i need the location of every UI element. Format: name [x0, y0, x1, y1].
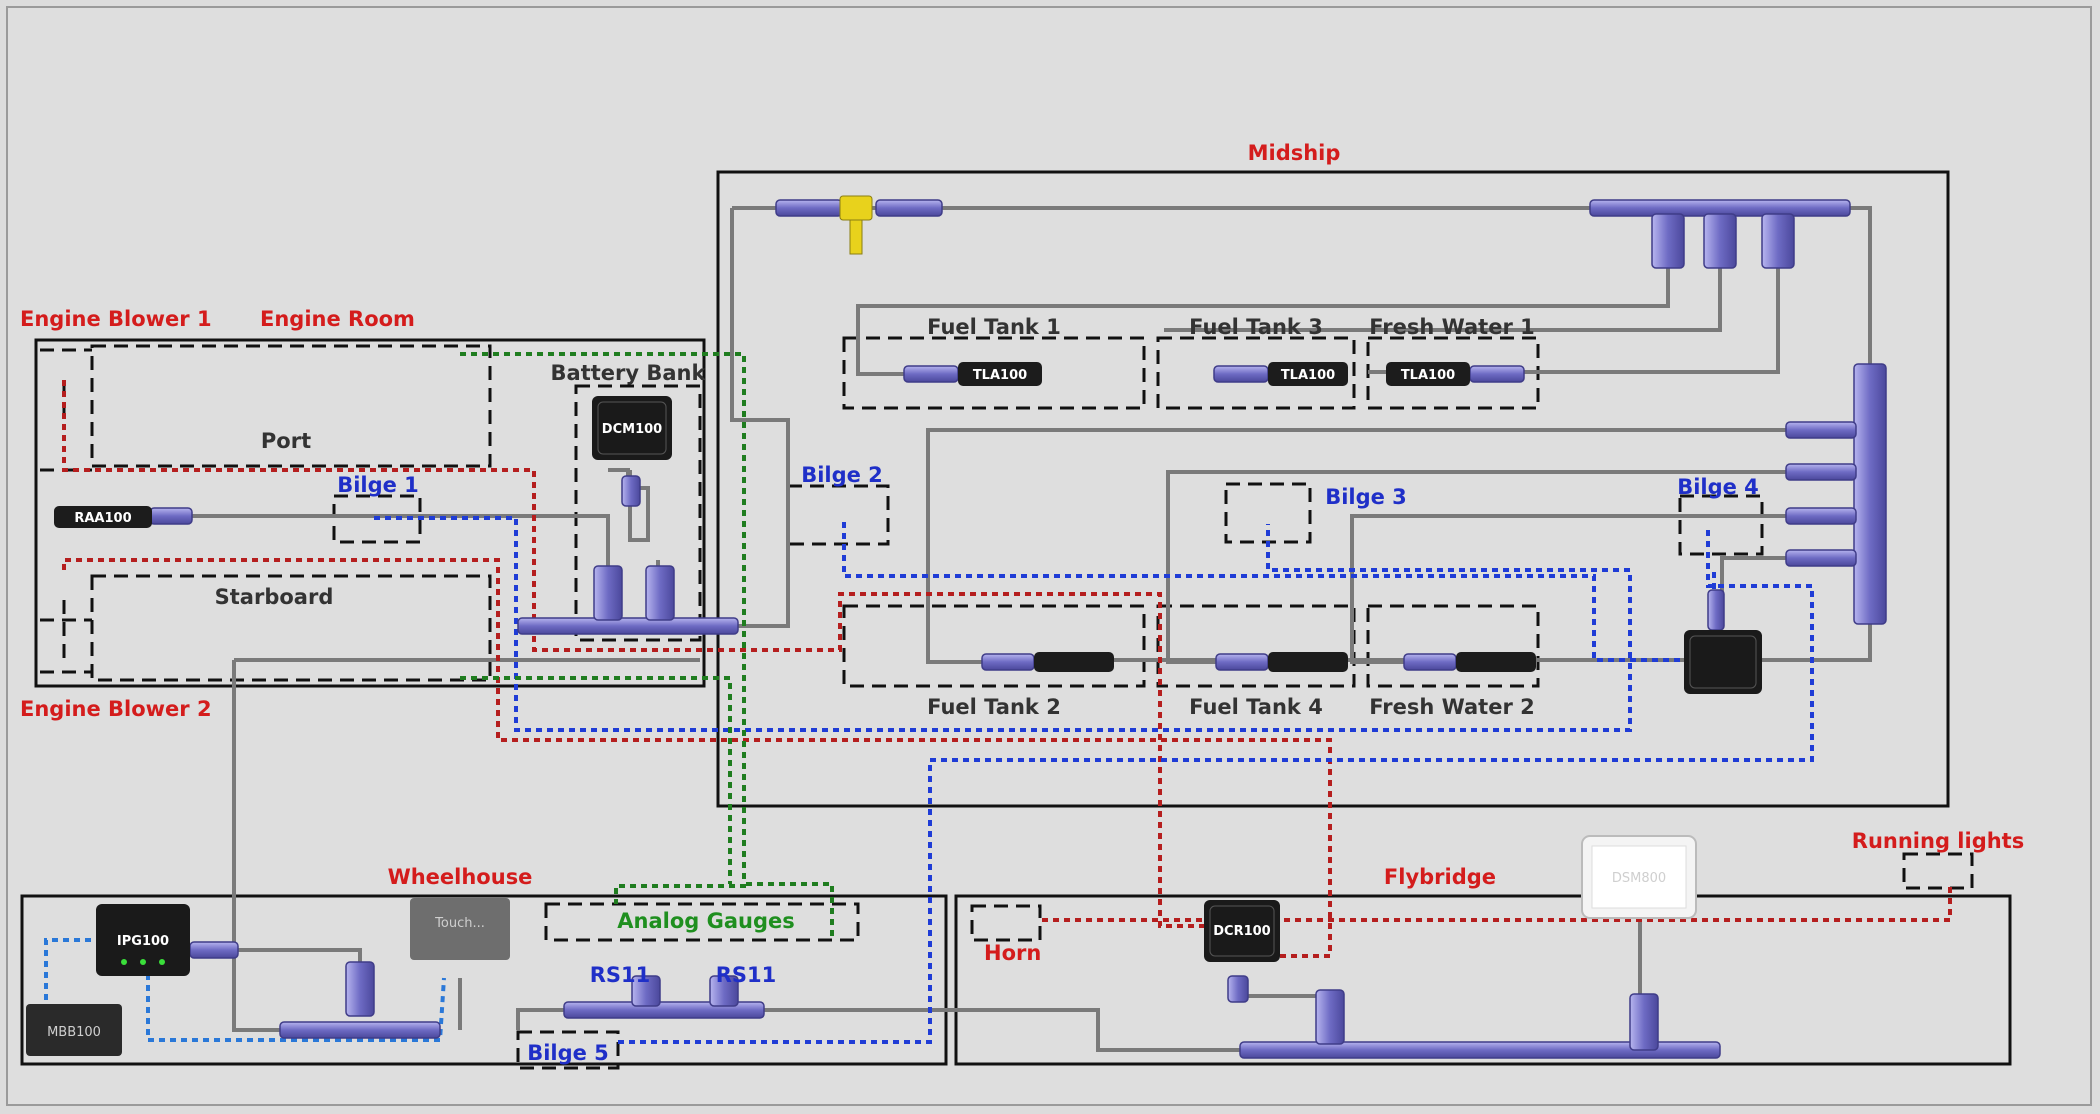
labels: Midship Engine Blower 1 Engine Room Engi…: [20, 141, 2024, 1065]
engine-blower-2-marker: [40, 600, 92, 674]
port-label: Port: [261, 429, 311, 453]
mbb100-device: MBB100: [26, 1004, 122, 1056]
dcm-device-midship: [1684, 630, 1762, 694]
bilge-2-box: [786, 484, 890, 546]
lightblue-wires: [44, 938, 446, 1042]
dcr100-device: DCR100: [1204, 900, 1280, 962]
mbb100-label: MBB100: [47, 1025, 101, 1040]
fuel-tank-3-box: [1156, 336, 1356, 410]
battery-bank-box: [574, 384, 702, 642]
tank-sensors: [1034, 652, 1536, 672]
fresh-water-1-label: Fresh Water 1: [1369, 315, 1535, 339]
fuel-tank-1-box: [842, 336, 1146, 410]
tla100-device-3: TLA100: [1386, 362, 1470, 386]
running-lights-label: Running lights: [1852, 829, 2024, 853]
tla100-label-1: TLA100: [973, 368, 1027, 383]
red-wires: [62, 380, 1952, 958]
engine-blower-1-label: Engine Blower 1: [20, 307, 212, 331]
ipg100-device: IPG100: [96, 904, 190, 976]
tla100-label-2: TLA100: [1281, 368, 1335, 383]
horn-box: [970, 904, 1042, 942]
engine-room-label: Engine Room: [260, 307, 415, 331]
fuel-tank-1-label: Fuel Tank 1: [927, 315, 1061, 339]
fresh-water-2-box: [1366, 604, 1540, 688]
dcr100-label: DCR100: [1213, 924, 1270, 939]
fuel-tank-4-label: Fuel Tank 4: [1189, 695, 1323, 719]
starboard-label: Starboard: [215, 585, 334, 609]
fuel-tank-3-label: Fuel Tank 3: [1189, 315, 1323, 339]
bilge-4-label: Bilge 4: [1677, 475, 1759, 499]
connectors: [149, 199, 1887, 1059]
bilge-2-label: Bilge 2: [801, 463, 883, 487]
starboard-box: [90, 574, 492, 682]
raa100-label: RAA100: [74, 511, 131, 526]
rs11-label-a: RS11: [590, 963, 651, 987]
wheelhouse-box: [20, 894, 948, 1066]
analog-gauges-label: Analog Gauges: [617, 909, 794, 933]
tla100-label-3: TLA100: [1401, 368, 1455, 383]
touch-label: Touch...: [434, 916, 485, 931]
bilge-4-box: [1678, 494, 1764, 556]
dcm100-label: DCM100: [602, 422, 662, 437]
running-lights-box: [1902, 852, 1974, 890]
midship-box: [716, 170, 1950, 808]
bilge-3-label: Bilge 3: [1325, 485, 1407, 509]
midship-label: Midship: [1248, 141, 1341, 165]
flybridge-box: [954, 894, 2012, 1066]
touch-display-device: Touch...: [410, 898, 510, 960]
fuel-tank-2-box: [842, 604, 1146, 688]
wheelhouse-label: Wheelhouse: [388, 865, 533, 889]
dsm800-label: DSM800: [1612, 871, 1666, 886]
bilge-5-box: [516, 1030, 620, 1070]
fresh-water-2-label: Fresh Water 2: [1369, 695, 1535, 719]
zone-boxes: [20, 170, 2012, 1066]
battery-bank-label: Battery Bank: [551, 361, 707, 385]
tla100-device-2: TLA100: [1268, 362, 1348, 386]
horn-label: Horn: [984, 941, 1041, 965]
green-wires: [460, 352, 834, 936]
dashed-boxes: [40, 336, 1974, 1070]
flybridge-label: Flybridge: [1384, 865, 1496, 889]
dcm100-device: DCM100: [592, 396, 672, 460]
analog-gauges-box: [544, 902, 860, 942]
ipg100-label: IPG100: [117, 934, 169, 949]
dsm800-device: DSM800: [1581, 835, 1697, 919]
terminator-icon: [839, 195, 873, 255]
port-box: [90, 344, 492, 468]
fuel-tank-4-box: [1156, 604, 1356, 688]
engine-blower-2-label: Engine Blower 2: [20, 697, 212, 721]
raa100-device: RAA100: [54, 506, 152, 528]
fuel-tank-2-label: Fuel Tank 2: [927, 695, 1061, 719]
bilge-5-label: Bilge 5: [527, 1041, 609, 1065]
bilge-1-label: Bilge 1: [337, 473, 419, 497]
engine-room-box: [34, 338, 706, 688]
tla100-device-1: TLA100: [958, 362, 1042, 386]
rs11-label-b: RS11: [716, 963, 777, 987]
